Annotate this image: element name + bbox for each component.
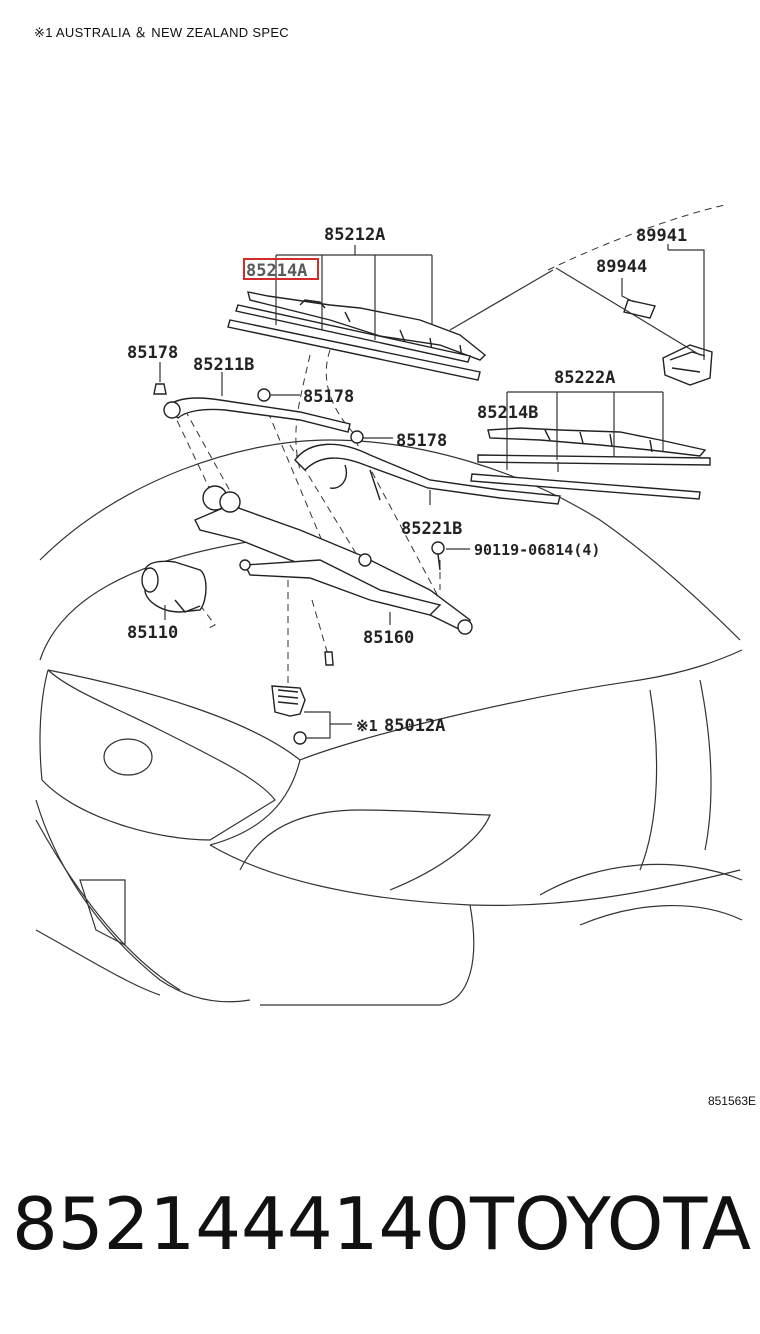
car-body-outline — [35, 204, 743, 1006]
callout-85012A-spec-mark: ※1 — [356, 717, 378, 735]
callout-85178-middle: 85178 — [303, 387, 354, 407]
wiper-linkage — [194, 485, 473, 635]
part-number-heading: 8521444140 — [12, 1182, 471, 1266]
brand-name: TOYOTA — [470, 1182, 752, 1266]
callout-85221B: 85221B — [401, 519, 462, 539]
callout-85211B: 85211B — [193, 355, 254, 375]
highlight-box — [243, 258, 319, 280]
callout-85110: 85110 — [127, 623, 178, 643]
callout-85178-right: 85178 — [396, 431, 447, 451]
callout-89941: 89941 — [636, 226, 687, 246]
passenger-wiper-blade — [470, 427, 711, 500]
passenger-wiper-arm — [294, 443, 561, 505]
leader-lines — [159, 244, 705, 739]
callout-85214A-highlighted: 85214A — [246, 261, 307, 281]
callout-85160: 85160 — [363, 628, 414, 648]
spec-note: ※1 AUSTRALIA ＆ NEW ZEALAND SPEC — [34, 25, 289, 40]
callout-85212A: 85212A — [324, 225, 385, 245]
callout-89944: 89944 — [596, 257, 647, 277]
callout-85222A: 85222A — [554, 368, 615, 388]
front-wiper-blade — [227, 291, 487, 381]
callout-85178-left: 85178 — [127, 343, 178, 363]
callout-90119-06814: 90119-06814(4) — [474, 541, 600, 559]
diagram-reference-code: 851563E — [707, 1094, 756, 1108]
wiper-motor — [141, 560, 207, 613]
washer-nozzle — [271, 685, 306, 717]
callout-labels: 85212A 85214A 89941 89944 85178 85211B 8… — [127, 225, 687, 736]
callout-85012A: 85012A — [384, 716, 445, 736]
driver-wiper-arm — [163, 397, 351, 433]
wiper-cap-cover — [623, 299, 713, 386]
callout-85214B: 85214B — [477, 403, 538, 423]
